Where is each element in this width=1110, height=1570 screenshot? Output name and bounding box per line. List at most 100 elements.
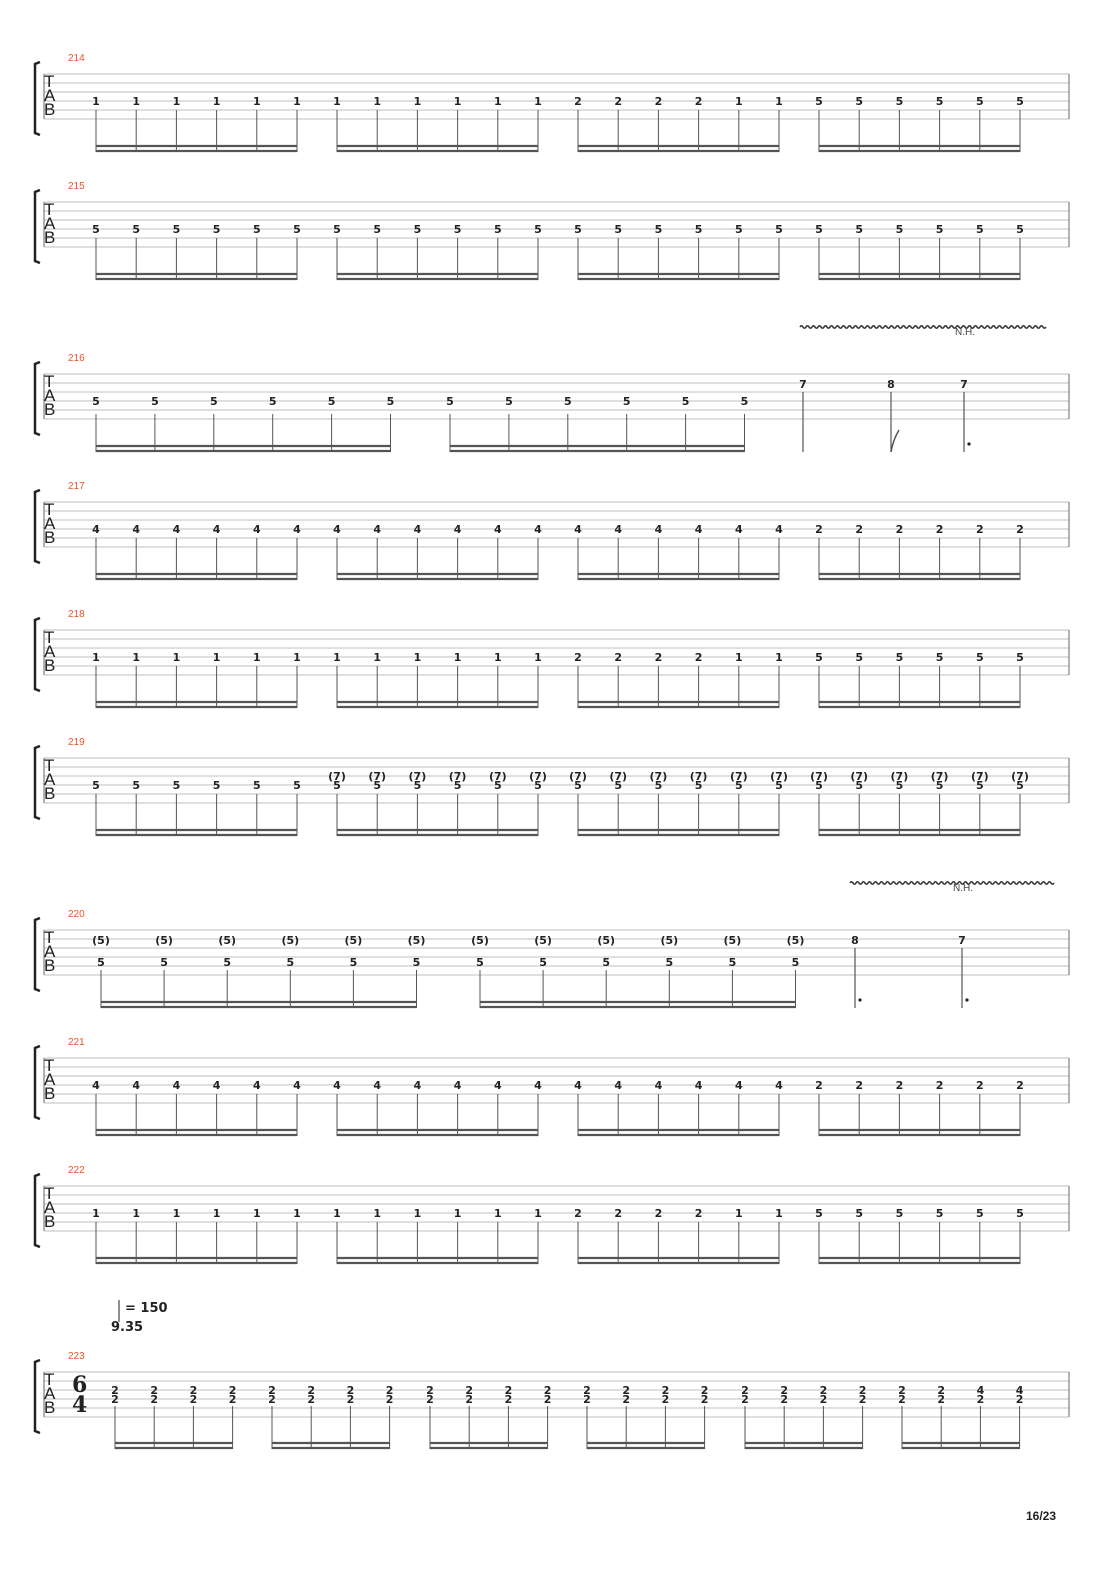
fret-number: 2 [622,1393,630,1406]
fret-number: 2 [855,523,863,536]
system-bracket [33,616,41,693]
fret-number: 4 [494,523,502,536]
fret-number: 5 [896,651,904,664]
fret-number: (5) [660,934,678,947]
fret-number: 5 [614,779,622,792]
natural-harmonic-label: N.H. [953,883,973,894]
fret-number: 5 [815,651,823,664]
fret-number: 1 [333,1207,341,1220]
fret-number: 1 [92,95,100,108]
fret-number: 2 [386,1393,394,1406]
fret-number: 2 [937,1393,945,1406]
fret-number: 2 [936,523,944,536]
tab-clef-letter: A [44,1384,56,1403]
fret-number: 2 [741,1393,749,1406]
fret-number: 5 [815,779,823,792]
fret-number: 1 [253,1207,261,1220]
fret-number: 2 [307,1393,315,1406]
fret-number: 5 [132,779,140,792]
fret-number: 5 [476,956,484,969]
fret-number: 5 [729,956,737,969]
fret-number: (7) [730,770,748,783]
fret-number: 1 [92,1207,100,1220]
fret-number: 5 [815,95,823,108]
fret-number: 1 [293,1207,301,1220]
fret-number: 5 [92,223,100,236]
fret-number: 2 [936,1079,944,1092]
fret-number: 1 [213,95,221,108]
fret-number: 2 [150,1393,158,1406]
fret-number: (7) [931,770,949,783]
fret-number: 1 [213,1207,221,1220]
fret-number: 5 [735,779,743,792]
fret-number: 5 [173,779,181,792]
fret-number: 5 [896,1207,904,1220]
fret-number: 2 [111,1384,119,1397]
tab-clef-letter: A [44,1198,56,1217]
measure-number: 220 [68,909,85,920]
fret-number: 4 [1016,1384,1024,1397]
system-bracket [33,744,41,821]
measure-number: 218 [68,609,85,620]
measure-number: 222 [68,1165,85,1176]
fret-number: 2 [655,651,663,664]
tab-clef-letter: T [44,1370,54,1389]
fret-number: 4 [414,523,422,536]
fret-number: 5 [333,779,341,792]
system-bracket [33,1044,41,1121]
fret-number: 5 [855,223,863,236]
fret-number: 4 [454,523,462,536]
measure-number: 221 [68,1037,85,1048]
fret-number: 5 [253,223,261,236]
fret-number: 2 [898,1393,906,1406]
fret-number: 1 [775,651,783,664]
tab-clef-letter: T [44,628,54,647]
fret-number: 1 [92,651,100,664]
fret-number: 2 [780,1384,788,1397]
fret-number: (7) [891,770,909,783]
fret-number: 2 [780,1393,788,1406]
fret-number: 1 [414,1207,422,1220]
fret-number: 5 [741,395,749,408]
fret-number: 5 [454,223,462,236]
tab-clef-letter: B [44,100,55,119]
tab-clef-letter: T [44,1184,54,1203]
fret-number: 1 [373,95,381,108]
fret-number: (7) [409,770,427,783]
fret-number: 5 [655,223,663,236]
fret-number: 5 [574,779,582,792]
fret-number: 4 [373,523,381,536]
fret-number: (5) [92,934,110,947]
fret-number: 2 [614,95,622,108]
fret-number: 5 [815,1207,823,1220]
fret-number: 5 [815,223,823,236]
fret-number: 1 [132,95,140,108]
fret-number: 2 [583,1393,591,1406]
fret-number: 2 [662,1393,670,1406]
fret-number: 2 [820,1393,828,1406]
fret-number: 4 [494,1079,502,1092]
fret-number: 2 [1016,523,1024,536]
harmonic-note: 8 [887,378,900,453]
fret-number: 2 [662,1384,670,1397]
beam-group: (7)5(7)5(7)5(7)5(7)5(7)5 [328,770,547,837]
tempo-value: = 150 [125,1301,168,1316]
fret-number: 1 [293,95,301,108]
fret-number: 5 [97,956,105,969]
fret-number: 5 [855,95,863,108]
fret-number: 2 [426,1393,434,1406]
fret-number: 2 [820,1384,828,1397]
tab-clef-letter: T [44,200,54,219]
